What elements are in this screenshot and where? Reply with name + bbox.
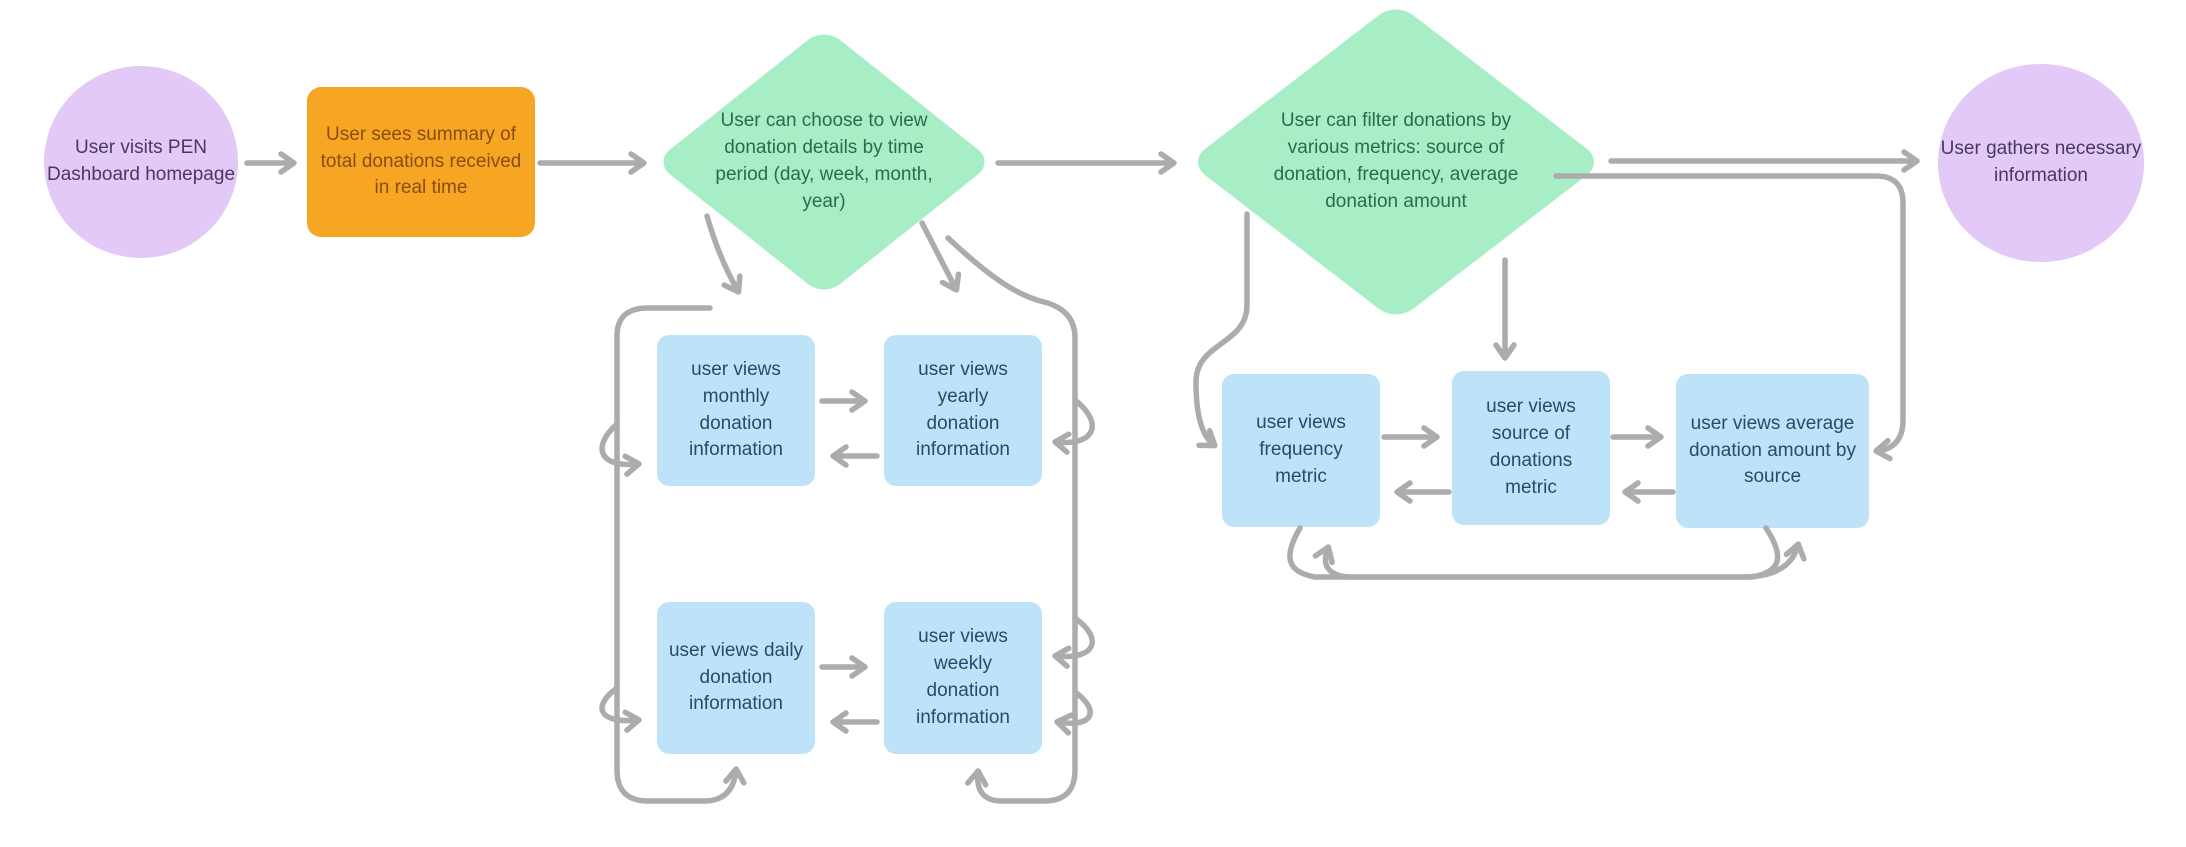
yearly-box [884, 335, 1042, 486]
daily-box [657, 602, 815, 754]
arrow-layer [244, 149, 1920, 804]
end-ellipse [1938, 64, 2144, 262]
curl-into-yearly [1052, 397, 1095, 455]
curl-into-weekly-lower [1054, 689, 1093, 736]
source-box [1452, 371, 1610, 525]
rail-left-loop [614, 305, 747, 804]
arrow-diamond1-to-monthly [704, 213, 743, 295]
filter-metrics-diamond [1198, 9, 1594, 315]
start-ellipse [44, 66, 238, 258]
arrow-diamond2-to-frequency [1193, 211, 1250, 449]
curl-into-daily [599, 685, 642, 733]
curl-into-monthly [599, 421, 642, 477]
rail-right-loop [945, 235, 1078, 804]
shape-layer [44, 9, 2144, 754]
monthly-box [657, 335, 815, 486]
loop-frequency-to-average [1287, 525, 1807, 580]
curl-into-weekly-upper [1052, 615, 1095, 669]
frequency-box [1222, 374, 1380, 527]
weekly-box [884, 602, 1042, 754]
arrow-diamond1-to-yearly [919, 220, 962, 293]
average-box [1676, 374, 1869, 528]
arrow-diamond2-to-average-route [1553, 173, 1906, 462]
time-period-diamond [663, 34, 985, 290]
summary-rect [307, 87, 535, 237]
loop-average-to-frequency [1312, 525, 1781, 580]
